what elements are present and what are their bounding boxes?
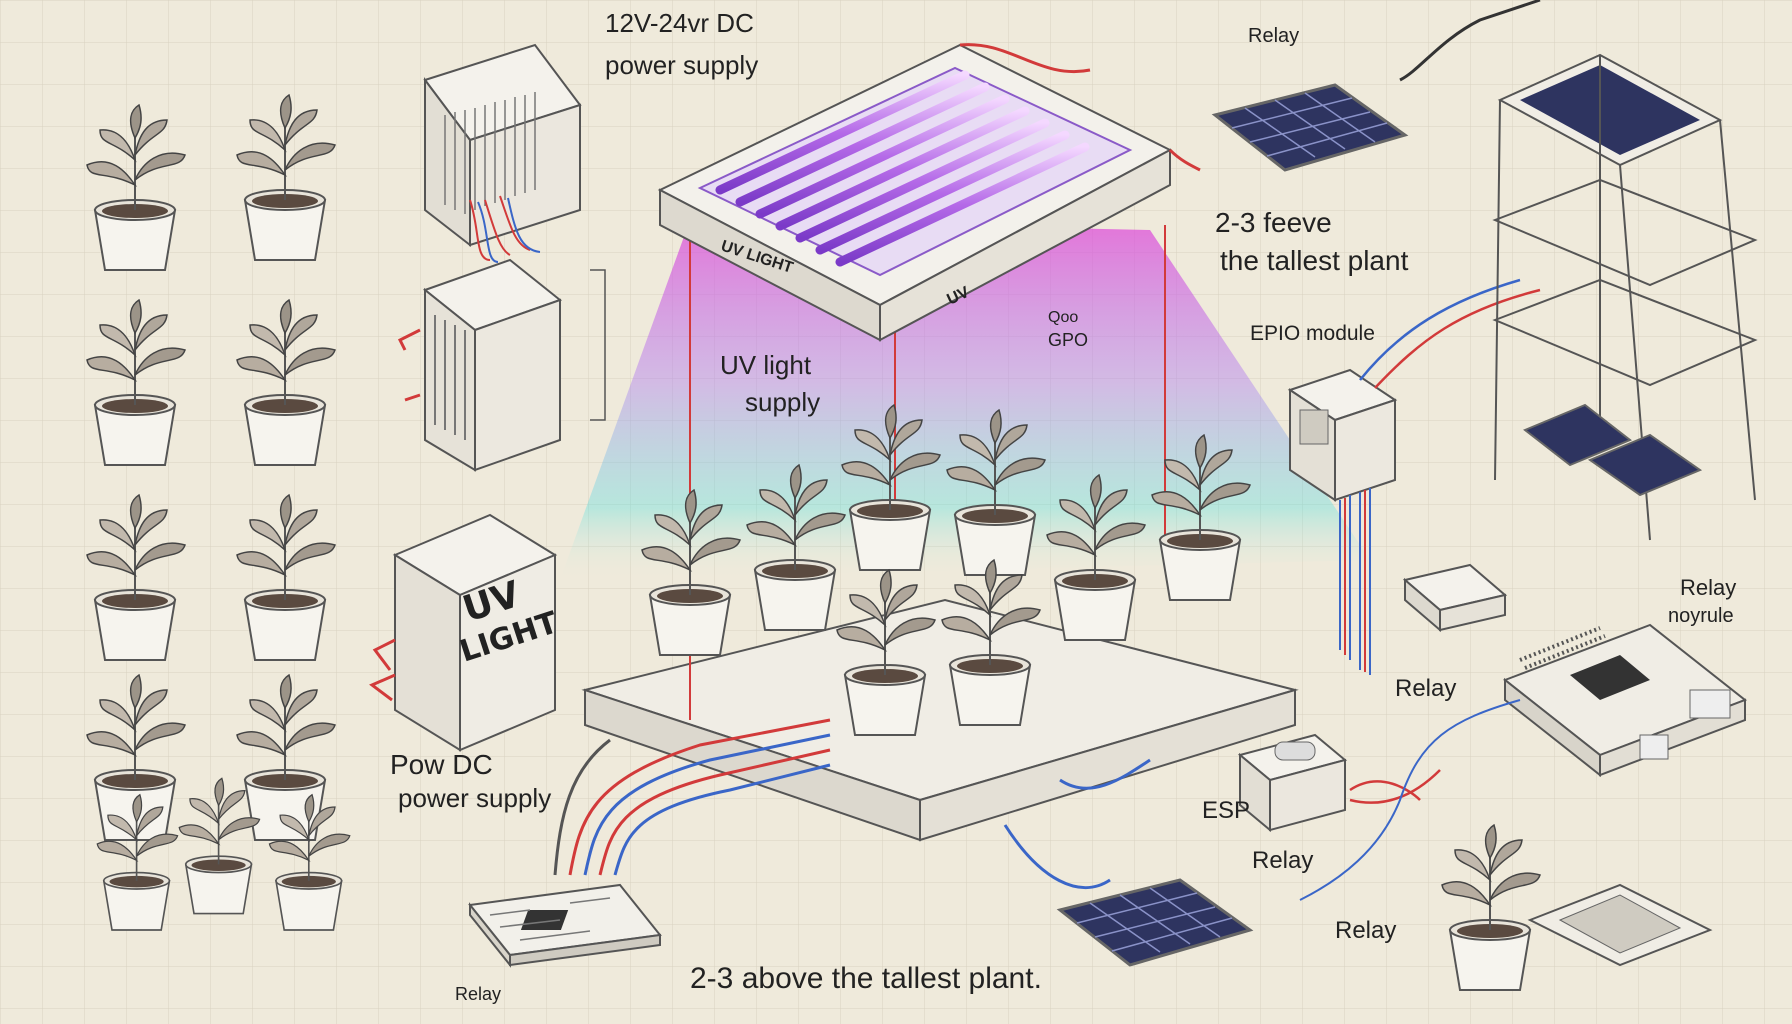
height-top-label-line1: 2-3 feeve [1215, 207, 1332, 238]
epio-module-label: EPIO module [1250, 322, 1375, 345]
power-dc-label-line1: Pow DC [390, 749, 493, 780]
top-supply-label-line2: power supply [605, 50, 758, 80]
relay-mid-label: Relay [1395, 675, 1456, 702]
power-dc-label-line2: power supply [398, 783, 551, 813]
wire-blue [1059, 758, 1151, 790]
control-board-right [1299, 623, 1748, 901]
relay-module-icon [1527, 883, 1713, 967]
relay-top-label: Relay [1248, 25, 1299, 47]
height-bottom-label: 2-3 above the tallest plant. [690, 962, 1042, 995]
uv-light-panel: UV LIGHT UV [657, 43, 1201, 342]
gpio-small-label: Qoo [1048, 309, 1078, 326]
cable [1399, 0, 1541, 82]
top-supply-label-line1: 12V-24vr DC [605, 8, 754, 38]
relay-bottom-right-label: Relay [1335, 917, 1396, 944]
relay-right-label-line2: noyrule [1668, 605, 1734, 627]
relay-bottom-left-label: Relay [455, 984, 501, 1004]
labels: 12V-24vr DC power supply Relay 2-3 feeve… [390, 8, 1736, 1004]
relay-module-icon [1402, 563, 1508, 633]
height-top-label-line2: the tallest plant [1220, 245, 1409, 276]
power-supply-top-icon [423, 43, 582, 263]
gpio-label: GPO [1048, 330, 1088, 350]
power-supply-mid-icon [397, 258, 606, 472]
solar-rack-icon [1492, 53, 1758, 541]
gpio-module-icon [1287, 278, 1541, 675]
relay-right-label-line1: Relay [1680, 575, 1736, 600]
relay-lower-label: Relay [1252, 847, 1313, 874]
uv-supply-label-line1: UV light [720, 350, 812, 380]
uv-supply-label-line2: supply [745, 387, 820, 417]
wire-blue [1003, 824, 1111, 890]
esp-module-icon [1237, 733, 1441, 833]
esp-label: ESP [1202, 797, 1250, 824]
uv-light-box-icon: UV LIGHT [369, 513, 563, 752]
control-board-bottom-left [469, 718, 831, 966]
